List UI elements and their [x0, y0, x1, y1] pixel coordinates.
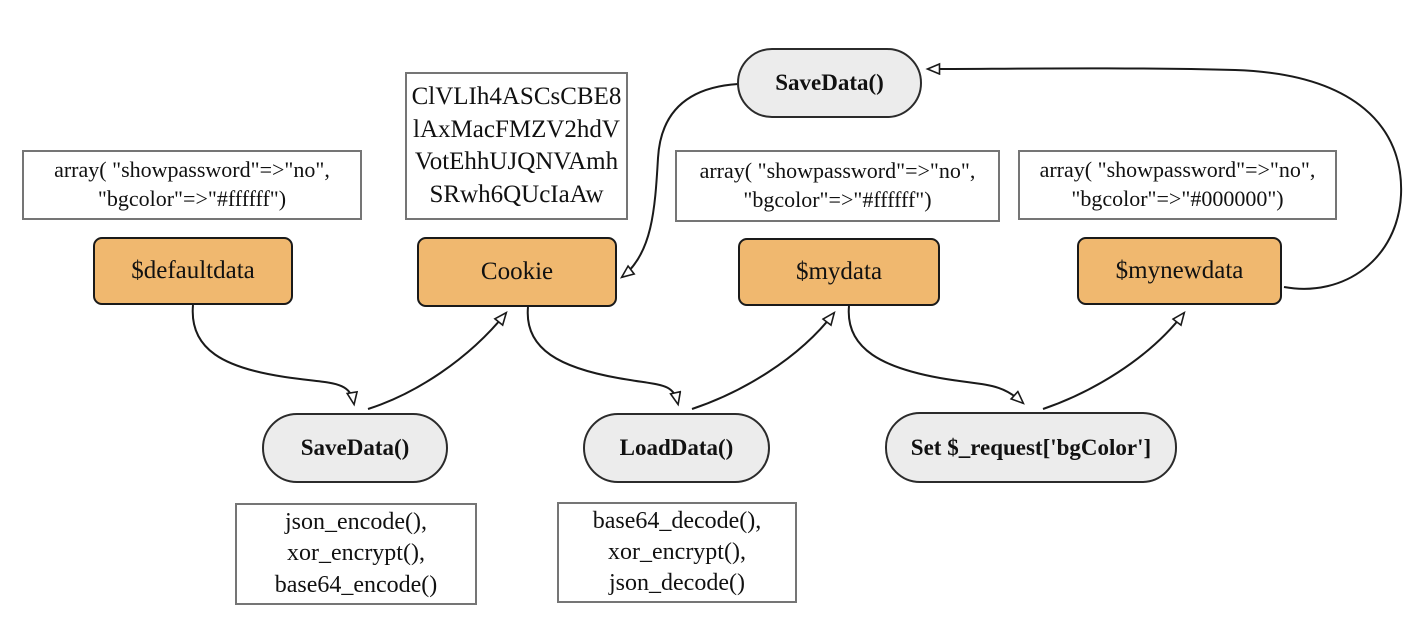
note-line: VotEhhUJQNVAmh	[414, 148, 619, 175]
note-line: SRwh6QUcIaAw	[429, 180, 604, 208]
note-mydata-value: array( "showpassword"=>"no", "bgcolor"=>…	[675, 150, 1000, 222]
node-loaddata: LoadData()	[583, 413, 770, 483]
arrow-loaddata-to-mydata	[691, 313, 834, 410]
node-label: SaveData()	[300, 435, 410, 460]
arrow-mydata-to-setrequest	[847, 305, 1023, 403]
arrow-savedata-to-cookie	[367, 313, 506, 410]
note-line: array( "showpassword"=>"no",	[54, 157, 330, 183]
note-defaultdata-value: array( "showpassword"=>"no", "bgcolor"=>…	[22, 150, 362, 220]
arrow-setrequest-to-mynewdata	[1042, 313, 1184, 410]
note-line: ClVLIh4ASCsCBE8	[411, 83, 622, 110]
note-line: array( "showpassword"=>"no",	[1039, 157, 1316, 183]
node-label: $mynewdata	[1115, 257, 1244, 284]
note-line: base64_decode(),	[592, 507, 762, 534]
note-line: "bgcolor"=>"#000000")	[1071, 186, 1284, 211]
note-cookie-encoded-value: ClVLIh4ASCsCBE8 lAxMacFMZV2hdV VotEhhUJQ…	[405, 72, 628, 220]
note-line: xor_encrypt(),	[608, 538, 746, 565]
note-line: array( "showpassword"=>"no",	[699, 158, 976, 184]
node-label: SaveData()	[775, 70, 884, 95]
note-line: json_encode(),	[285, 509, 427, 536]
note-line: xor_encrypt(),	[287, 540, 425, 567]
arrow-savedata-top-to-cookie	[622, 83, 739, 277]
node-label: Set $_request['bgColor']	[910, 434, 1152, 460]
note-mynewdata-value: array( "showpassword"=>"no", "bgcolor"=>…	[1018, 150, 1337, 220]
arrow-cookie-to-loaddata	[526, 306, 678, 404]
arrow-defaultdata-to-savedata	[191, 304, 354, 404]
note-line: lAxMacFMZV2hdV	[413, 115, 620, 143]
node-defaultdata: $defaultdata	[93, 237, 293, 305]
note-line: "bgcolor"=>"#ffffff")	[97, 186, 287, 211]
node-label: LoadData()	[619, 435, 734, 460]
node-label: Cookie	[480, 258, 554, 285]
node-label: $defaultdata	[131, 257, 255, 284]
node-cookie: Cookie	[417, 237, 617, 307]
note-savedata-functions: json_encode(), xor_encrypt(), base64_enc…	[235, 503, 477, 605]
node-label: $mydata	[795, 258, 883, 285]
node-mydata: $mydata	[738, 238, 940, 306]
note-line: "bgcolor"=>"#ffffff")	[743, 187, 932, 212]
note-loaddata-functions: base64_decode(), xor_encrypt(), json_dec…	[557, 502, 797, 603]
arrow-mynewdata-to-savedata-top	[928, 68, 1403, 290]
note-line: base64_encode()	[274, 571, 438, 598]
node-savedata-top: SaveData()	[737, 48, 922, 118]
node-savedata-bottom: SaveData()	[262, 413, 448, 483]
node-mynewdata: $mynewdata	[1077, 237, 1282, 305]
note-line: json_decode()	[609, 570, 745, 597]
node-set-request-bgcolor: Set $_request['bgColor']	[885, 412, 1177, 483]
